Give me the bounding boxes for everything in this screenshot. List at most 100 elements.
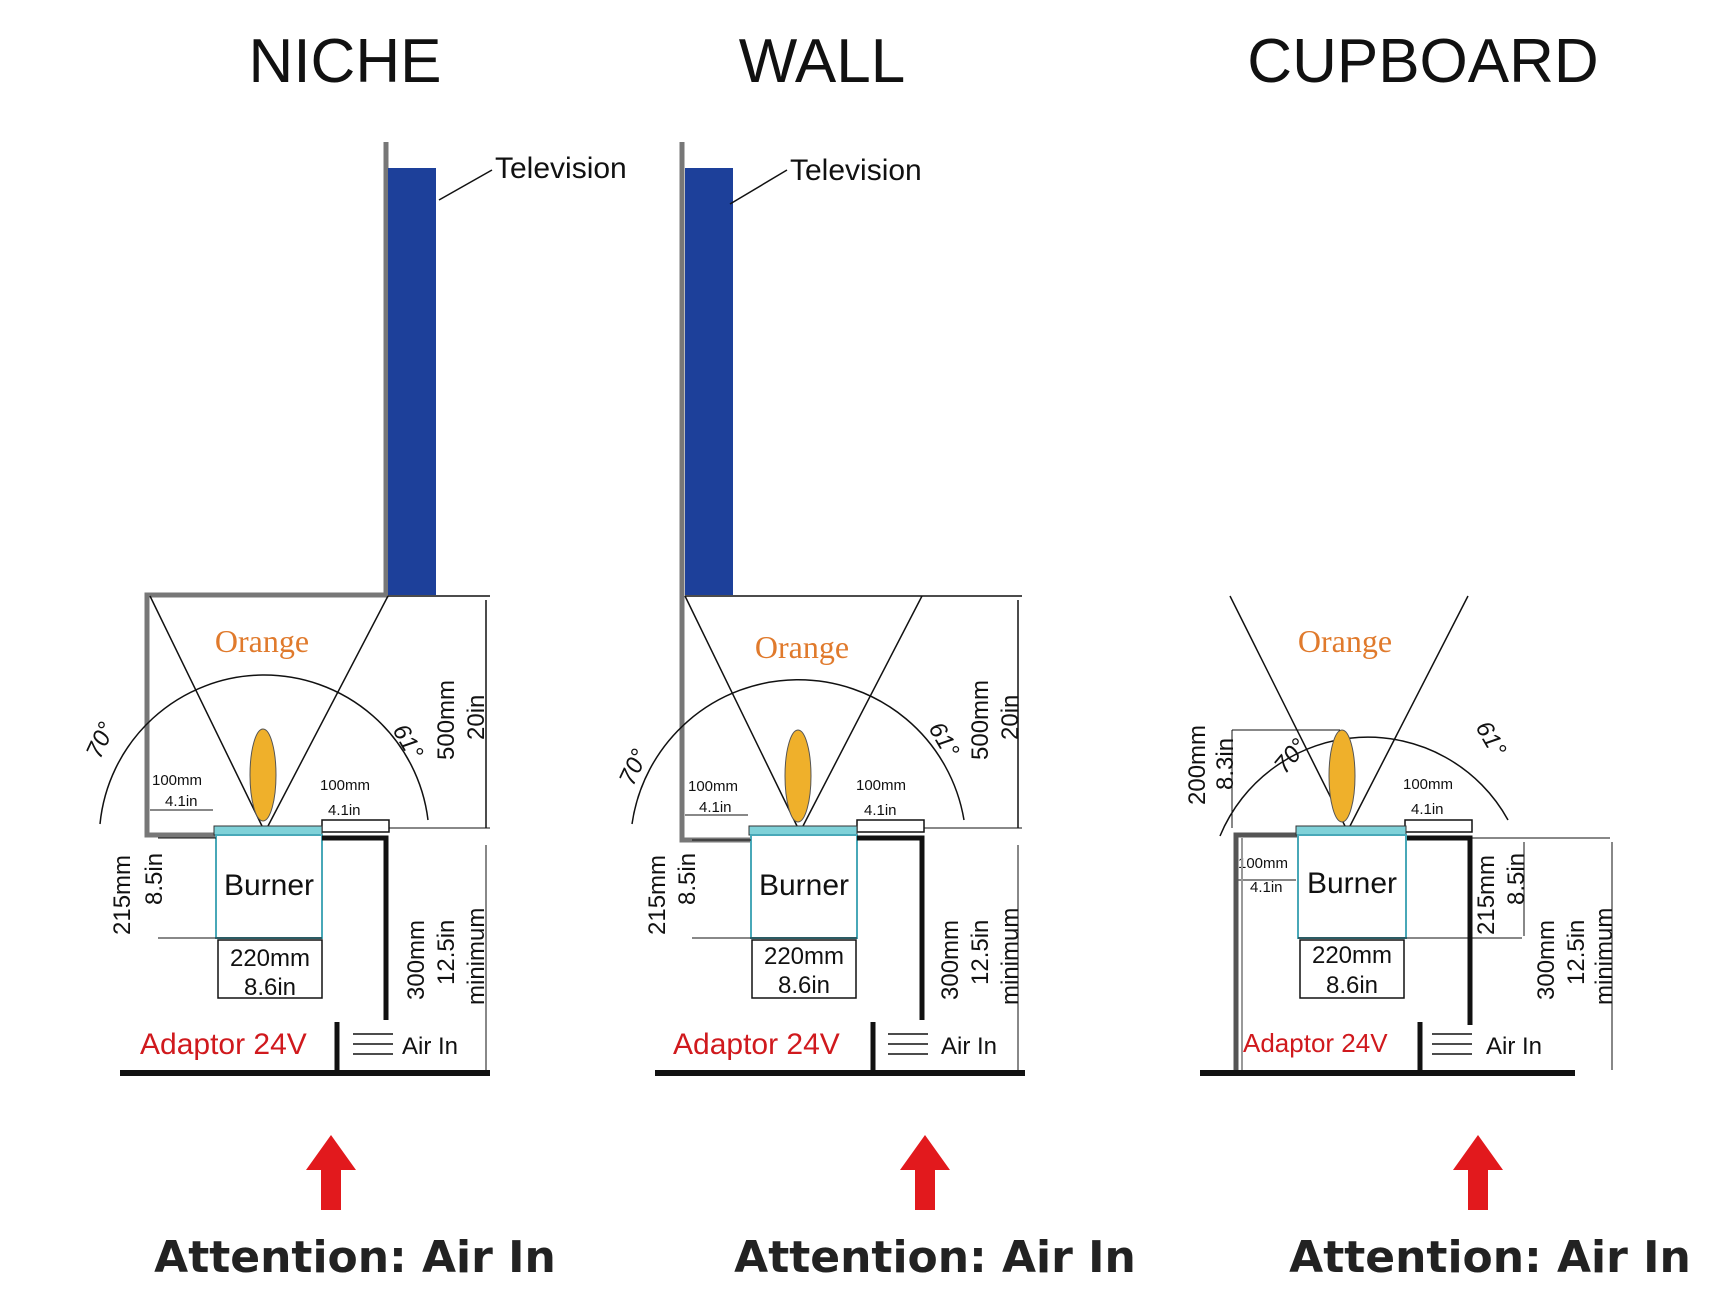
wall-depth-mm: 215mm: [644, 855, 671, 935]
cupboard-height-mm: 200mm: [1184, 725, 1211, 805]
wall-angle-left: 70°: [614, 745, 654, 790]
wall-cabinet-side: [857, 835, 925, 1020]
niche-tv-leader: [438, 169, 493, 201]
niche-height-mm: 500mm: [433, 680, 460, 760]
niche-height-in: 20in: [463, 695, 490, 740]
wall-burner-label: Burner: [759, 869, 849, 902]
cupboard-left-wall: [1233, 832, 1298, 1070]
niche-television-label: Television: [495, 152, 627, 185]
wall-min-mm: 300mm: [937, 920, 964, 1000]
cupboard-flame-label: Orange: [1298, 623, 1392, 659]
wall-width-in: 8.6in: [778, 972, 830, 999]
niche-width-mm: 220mm: [230, 945, 310, 972]
cupboard-adaptor-label: Adaptor 24V: [1243, 1028, 1388, 1058]
cupboard-panel: CUPBOARD 70° 61° Orange 200mm 8.3in 100m…: [1184, 27, 1691, 1283]
cupboard-min-mm: 300mm: [1533, 920, 1560, 1000]
cupboard-clear-right-mm: 100mm: [1403, 776, 1453, 793]
niche-panel: NICHE Television 70° 61° Orange 500mm 20…: [81, 27, 627, 1283]
wall-flame-label: Orange: [755, 629, 849, 665]
niche-cone-left: [149, 595, 263, 827]
cupboard-clear-right-box: [1404, 819, 1473, 833]
niche-cabinet-side: [322, 835, 389, 1020]
wall-attention: Attention: Air In: [734, 1232, 1136, 1283]
cupboard-clear-left-mm: 100mm: [1238, 855, 1288, 872]
cupboard-flame: [1328, 729, 1356, 823]
cupboard-angle-right: 61°: [1470, 717, 1512, 762]
niche-television: [388, 168, 436, 595]
wall-air-in-label: Air In: [941, 1033, 997, 1060]
wall-cone-left: [684, 595, 798, 827]
niche-clear-right-box: [321, 819, 390, 833]
cupboard-min-in: 12.5in: [1563, 920, 1590, 985]
wall-arrow-up-icon: [900, 1135, 950, 1210]
wall-min-word: minimum: [997, 908, 1024, 1005]
cupboard-min-word: minimum: [1591, 908, 1618, 1005]
niche-burner-top: [213, 825, 323, 836]
wall-tv-leader: [729, 169, 788, 205]
cupboard-arrow-up-icon: [1453, 1135, 1503, 1210]
wall-clear-right-mm: 100mm: [856, 777, 906, 794]
wall-height-mm: 500mm: [967, 680, 994, 760]
wall-width-mm: 220mm: [764, 943, 844, 970]
cupboard-width-mm: 220mm: [1312, 942, 1392, 969]
wall-angle-arc: [631, 679, 965, 825]
wall-depth-in: 8.5in: [674, 853, 701, 905]
niche-width-box: [217, 939, 323, 999]
cupboard-cone-right: [1349, 595, 1469, 827]
wall-min-in: 12.5in: [967, 920, 994, 985]
cupboard-air-in-label: Air In: [1486, 1033, 1542, 1060]
niche-flame: [249, 728, 277, 822]
wall-clear-left-mm: 100mm: [688, 778, 738, 795]
wall-cone-right: [802, 595, 923, 827]
wall-flame: [784, 729, 812, 823]
niche-min-mm: 300mm: [403, 920, 430, 1000]
niche-angle-arc: [99, 674, 429, 825]
cupboard-width-in: 8.6in: [1326, 972, 1378, 999]
niche-depth-in: 8.5in: [141, 853, 168, 905]
cupboard-burner-top: [1295, 825, 1407, 836]
niche-title: NICHE: [249, 27, 442, 96]
niche-depth-mm: 215mm: [109, 855, 136, 935]
wall-adaptor-label: Adaptor 24V: [673, 1028, 840, 1061]
niche-burner-label: Burner: [224, 869, 314, 902]
niche-clear-left-in: 4.1in: [165, 793, 198, 810]
wall-television: [685, 168, 733, 595]
wall-panel: WALL Television 70° 61° Orange 500mm 20i…: [614, 27, 1136, 1283]
niche-width-in: 8.6in: [244, 974, 296, 1001]
cupboard-angle-arc: [1219, 736, 1509, 837]
cupboard-burner-label: Burner: [1307, 867, 1397, 900]
niche-min-word: minimum: [463, 908, 490, 1005]
niche-clear-right-in: 4.1in: [328, 802, 361, 819]
cupboard-clear-right-in: 4.1in: [1411, 801, 1444, 818]
cupboard-title: CUPBOARD: [1247, 27, 1598, 96]
wall-height-in: 20in: [997, 695, 1024, 740]
wall-angle-right: 61°: [923, 718, 965, 763]
cupboard-depth-mm: 215mm: [1473, 855, 1500, 935]
niche-clear-right-mm: 100mm: [320, 777, 370, 794]
niche-flame-label: Orange: [215, 623, 309, 659]
cupboard-width-box: [1299, 939, 1405, 999]
cupboard-attention: Attention: Air In: [1289, 1232, 1691, 1283]
wall-clear-right-in: 4.1in: [864, 802, 897, 819]
niche-arrow-up-icon: [306, 1135, 356, 1210]
wall-television-label: Television: [790, 154, 922, 187]
wall-clear-right-box: [856, 819, 925, 833]
cupboard-depth-in: 8.5in: [1503, 853, 1530, 905]
niche-angle-left: 70°: [81, 718, 121, 763]
cupboard-clear-left-in: 4.1in: [1250, 879, 1283, 896]
niche-cone-right: [267, 595, 389, 827]
wall-burner-top: [748, 825, 858, 836]
cupboard-height-in: 8.3in: [1212, 738, 1239, 790]
wall-title: WALL: [739, 27, 906, 96]
niche-adaptor-label: Adaptor 24V: [140, 1028, 307, 1061]
wall-width-box: [751, 939, 857, 999]
niche-clear-left-mm: 100mm: [152, 772, 202, 789]
cupboard-cabinet-side: [1406, 835, 1473, 1025]
niche-min-in: 12.5in: [433, 920, 460, 985]
niche-outline: [144, 142, 389, 838]
wall-clear-left-in: 4.1in: [699, 799, 732, 816]
cupboard-angle-left: 70°: [1269, 733, 1313, 778]
niche-angle-right: 61°: [387, 720, 429, 765]
cupboard-cone-left: [1229, 595, 1346, 827]
